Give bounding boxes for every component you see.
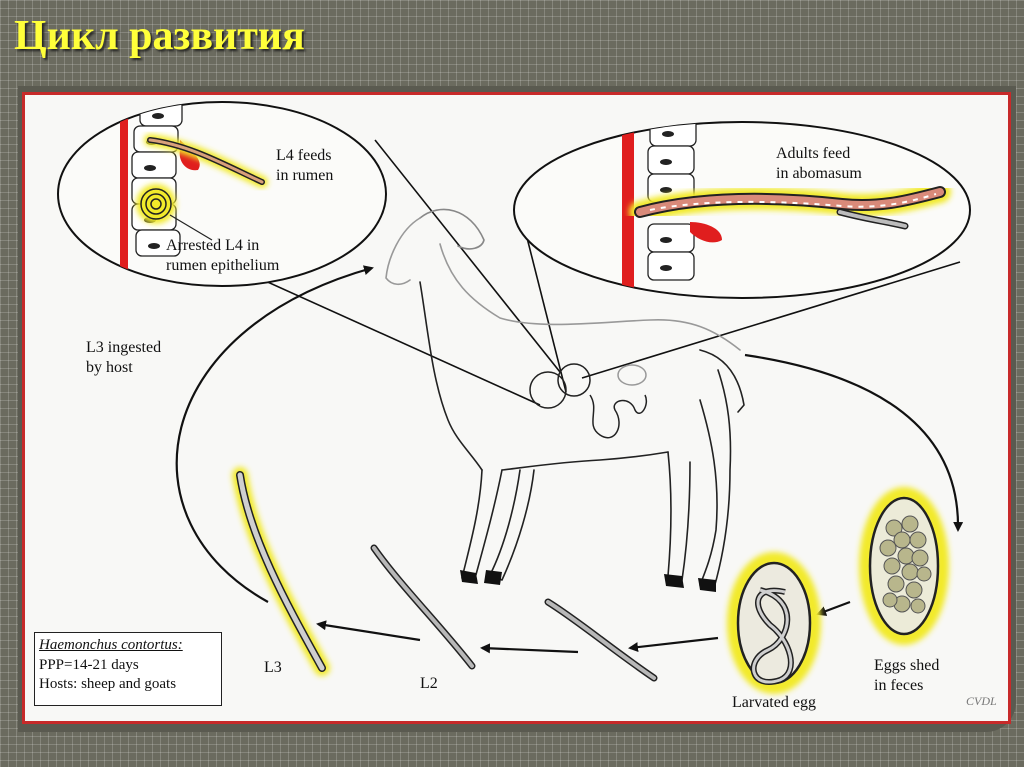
eggs-shed-label: Eggs shed in feces [874, 657, 940, 694]
larvated-egg-label: Larvated egg [732, 694, 816, 711]
larvated-egg [727, 552, 821, 694]
ppp-text: PPP=14-21 days [39, 656, 139, 673]
arrow-l2-to-l3 [316, 620, 421, 642]
arrow-l3-to-host [175, 265, 374, 603]
slide-title: Цикл развития [14, 13, 305, 59]
arrow-larvated-to-l2 [628, 636, 719, 653]
l2-larva-b [544, 598, 658, 682]
sheep-gut [529, 363, 647, 439]
species-name: Haemonchus contortus: [39, 637, 183, 653]
hosts-text: Hosts: sheep and goats [39, 676, 177, 692]
l3-label: L3 [264, 659, 282, 676]
rumen-bubble [57, 101, 387, 287]
arrow-host-to-eggs [744, 353, 964, 532]
species-info-box: Haemonchus contortus: PPP=14-21 days Hos… [34, 632, 222, 706]
l3-larva [232, 467, 330, 676]
adults-feed-label: Adults feed in abomasum [776, 145, 862, 182]
l2-label: L2 [420, 675, 438, 692]
author-signature: CVDL [966, 694, 997, 708]
abomasum-bubble [513, 121, 971, 299]
arrow-l2b-to-l2a [480, 643, 579, 654]
l4-feeds-label: L4 feeds in rumen [276, 147, 334, 184]
feces-egg [859, 487, 949, 645]
l3-ingested-label: L3 ingested by host [86, 339, 162, 376]
l2-larva-a [370, 544, 476, 670]
arrested-l4-label: Arrested L4 in rumen epithelium [166, 237, 280, 274]
arrow-eggs-to-larvated [816, 600, 851, 616]
sheep-hooves [460, 570, 716, 592]
